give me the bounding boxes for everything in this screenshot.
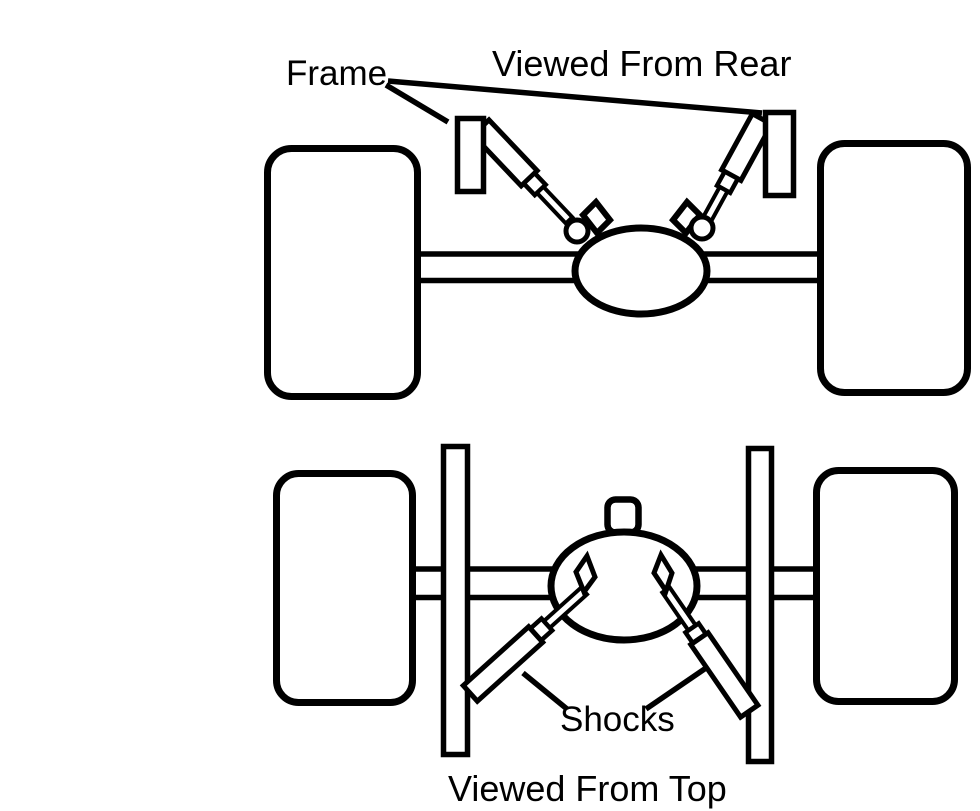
rear-left-wheel xyxy=(264,145,421,400)
rear-differential xyxy=(571,224,711,318)
rear-right-ball-joint xyxy=(688,214,716,242)
frame-pointer-line-left xyxy=(384,82,450,125)
rear-right-wheel xyxy=(817,140,971,396)
shocks-pointer-line-right xyxy=(644,665,708,712)
top-right-frame-rail xyxy=(745,445,775,765)
rear-view-diagram xyxy=(264,78,971,400)
top-right-shock xyxy=(659,584,762,721)
top-left-shock xyxy=(459,584,590,705)
frame-label: Frame xyxy=(286,54,388,93)
top-left-shock-mount xyxy=(573,550,598,598)
top-view-title: Viewed From Top xyxy=(448,768,727,809)
shock-rod xyxy=(534,183,576,227)
top-differential xyxy=(547,528,701,644)
top-pinion-yoke xyxy=(604,496,642,536)
shocks-label: Shocks xyxy=(560,700,675,739)
rear-left-shock-bracket xyxy=(579,197,614,238)
rear-right-frame-rail xyxy=(762,109,797,199)
top-left-frame-rail xyxy=(440,443,471,758)
top-left-wheel xyxy=(273,470,416,706)
shocks-pointer-line-left xyxy=(521,670,569,712)
rear-view-title: Viewed From Rear xyxy=(492,43,792,84)
rear-left-frame-rail xyxy=(454,115,487,195)
top-right-shock-mount xyxy=(651,549,675,597)
shock-body xyxy=(687,629,762,721)
frame-pointer-line-right xyxy=(387,78,763,116)
top-view-diagram xyxy=(273,443,958,765)
rear-left-ball-joint xyxy=(563,217,591,245)
rear-right-shock xyxy=(697,110,776,231)
rear-left-shock xyxy=(469,116,576,227)
top-right-wheel xyxy=(813,467,958,705)
shock-body xyxy=(459,623,547,705)
